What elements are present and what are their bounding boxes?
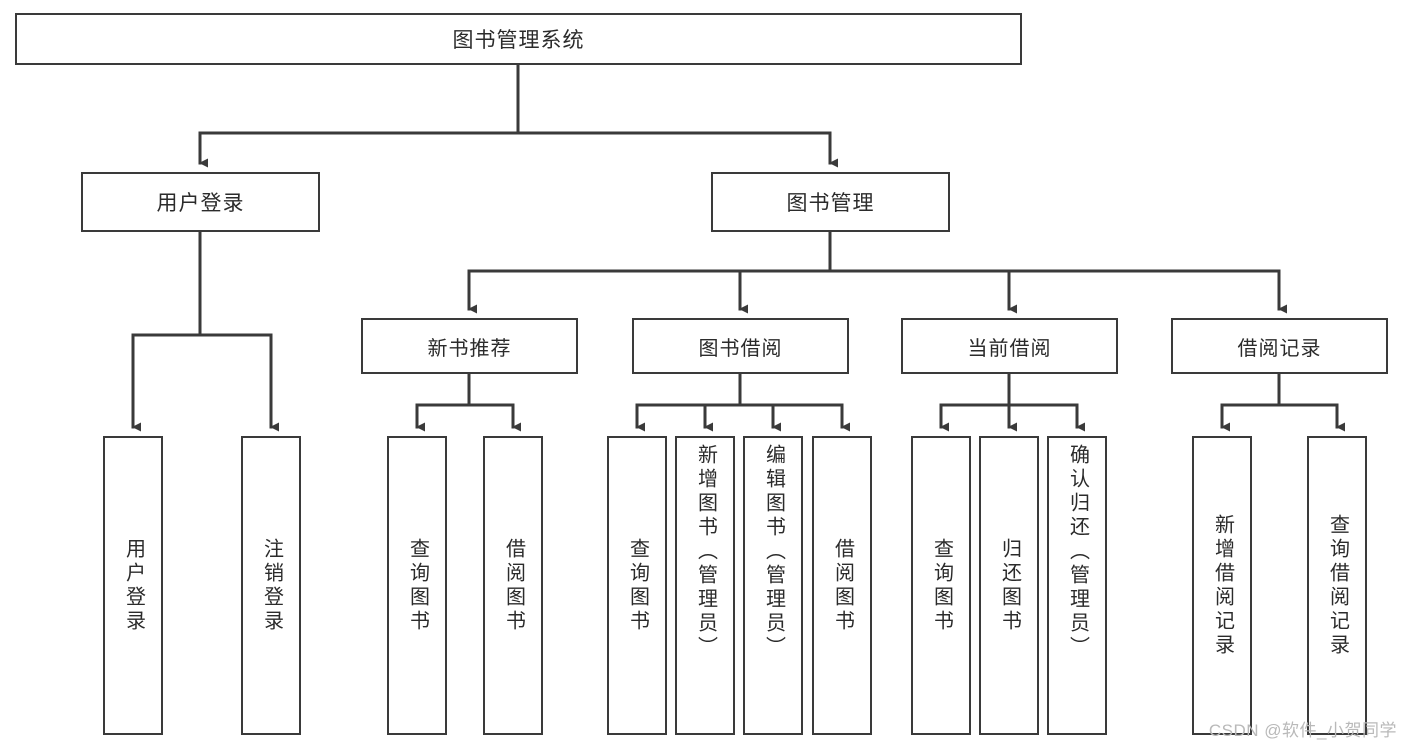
leaf-user-login-logout[interactable]: 注销登录 [241,436,301,735]
node-label-root: 图书管理系统 [452,29,585,52]
leaf-label-borrow-query-book: 查询图书 [626,537,649,634]
leaf-borrow-query-book[interactable]: 查询图书 [607,436,667,735]
leaf-new-book-borrow[interactable]: 借阅图书 [483,436,543,735]
node-label-new-book-recommend: 新书推荐 [427,337,512,360]
leaf-label-borrow-add-book: 新增图书（管理员） [694,444,717,660]
node-label-borrow-record: 借阅记录 [1237,337,1322,360]
node-current-borrow[interactable]: 当前借阅 [901,318,1118,374]
leaf-label-record-query: 查询借阅记录 [1326,513,1349,658]
watermark-text: CSDN @软件_小贺同学 [1208,721,1397,740]
leaf-label-new-book-borrow: 借阅图书 [502,537,525,634]
leaf-current-query-book[interactable]: 查询图书 [911,436,971,735]
leaf-current-return-book[interactable]: 归还图书 [979,436,1039,735]
leaf-label-user-login-logout: 注销登录 [260,537,283,634]
node-label-book-management: 图书管理 [786,192,875,215]
node-label-book-borrow: 图书借阅 [698,337,783,360]
leaf-label-current-query-book: 查询图书 [930,537,953,634]
leaf-label-user-login-login: 用户登录 [122,537,145,634]
leaf-label-record-add: 新增借阅记录 [1211,513,1234,658]
leaf-label-current-return-book: 归还图书 [998,537,1021,634]
leaf-borrow-borrow-book[interactable]: 借阅图书 [812,436,872,735]
node-new-book-recommend[interactable]: 新书推荐 [361,318,578,374]
node-borrow-record[interactable]: 借阅记录 [1171,318,1388,374]
node-root-system[interactable]: 图书管理系统 [15,13,1022,65]
leaf-label-borrow-edit-book: 编辑图书（管理员） [762,444,785,660]
leaf-record-add[interactable]: 新增借阅记录 [1192,436,1252,735]
leaf-borrow-edit-book[interactable]: 编辑图书（管理员） [743,436,803,735]
leaf-borrow-add-book[interactable]: 新增图书（管理员） [675,436,735,735]
leaf-record-query[interactable]: 查询借阅记录 [1307,436,1367,735]
leaf-new-book-query[interactable]: 查询图书 [387,436,447,735]
leaf-label-borrow-borrow-book: 借阅图书 [831,537,854,634]
node-label-user-login: 用户登录 [156,192,245,215]
node-book-management[interactable]: 图书管理 [711,172,950,232]
leaf-current-confirm-return[interactable]: 确认归还（管理员） [1047,436,1107,735]
node-book-borrow[interactable]: 图书借阅 [632,318,849,374]
leaf-label-new-book-query: 查询图书 [406,537,429,634]
leaf-label-current-confirm-return: 确认归还（管理员） [1066,444,1089,660]
node-label-current-borrow: 当前借阅 [967,337,1052,360]
leaf-user-login-login[interactable]: 用户登录 [103,436,163,735]
node-user-login[interactable]: 用户登录 [81,172,320,232]
